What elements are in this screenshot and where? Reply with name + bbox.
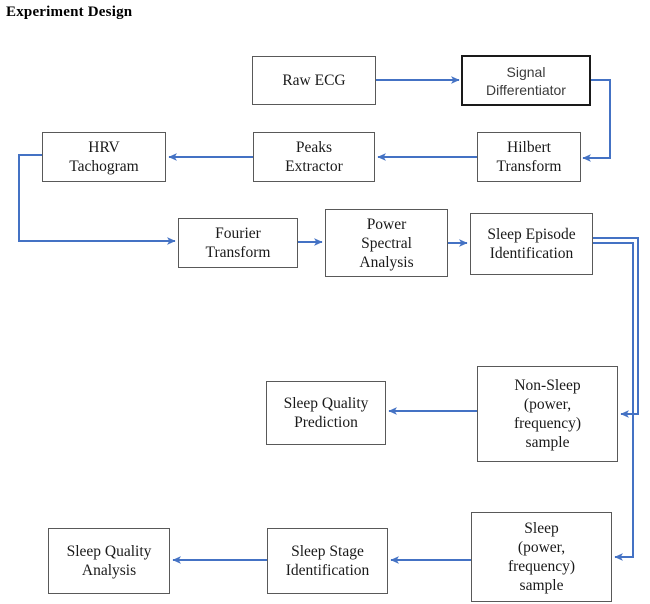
node-sleep-stage-identification[interactable]: Sleep Stage Identification (267, 528, 388, 594)
node-label: Non-Sleep (power, frequency) sample (513, 377, 582, 451)
node-label: Sleep Stage Identification (285, 543, 370, 579)
node-hilbert-transform[interactable]: Hilbert Transform (477, 132, 581, 182)
node-raw-ecg[interactable]: Raw ECG (252, 56, 376, 105)
node-label: Sleep Quality Analysis (66, 543, 152, 579)
node-label: Sleep Episode Identification (487, 226, 576, 262)
node-fourier-transform[interactable]: Fourier Transform (178, 218, 298, 268)
node-label: Peaks Extractor (285, 139, 343, 175)
node-non-sleep-sample[interactable]: Non-Sleep (power, frequency) sample (477, 366, 618, 462)
node-signal-differentiator[interactable]: Signal Differentiator (461, 55, 591, 106)
node-label: Hilbert Transform (496, 139, 562, 175)
node-label: Sleep Quality Prediction (283, 395, 369, 431)
node-label: Signal Differentiator (486, 63, 566, 98)
page-title: Experiment Design (6, 4, 133, 20)
node-label: HRV Tachogram (69, 139, 139, 175)
node-sleep-episode-identification[interactable]: Sleep Episode Identification (470, 213, 593, 275)
node-sleep-quality-prediction[interactable]: Sleep Quality Prediction (266, 381, 386, 445)
node-hrv-tachogram[interactable]: HRV Tachogram (42, 132, 166, 182)
node-label: Fourier Transform (205, 225, 271, 261)
node-sleep-quality-analysis[interactable]: Sleep Quality Analysis (48, 528, 170, 594)
node-power-spectral-analysis[interactable]: Power Spectral Analysis (325, 209, 448, 277)
node-peaks-extractor[interactable]: Peaks Extractor (253, 132, 375, 182)
node-label: Sleep (power, frequency) sample (507, 520, 576, 594)
node-label: Raw ECG (282, 72, 346, 89)
node-sleep-sample[interactable]: Sleep (power, frequency) sample (471, 512, 612, 602)
node-label: Power Spectral Analysis (359, 215, 414, 271)
